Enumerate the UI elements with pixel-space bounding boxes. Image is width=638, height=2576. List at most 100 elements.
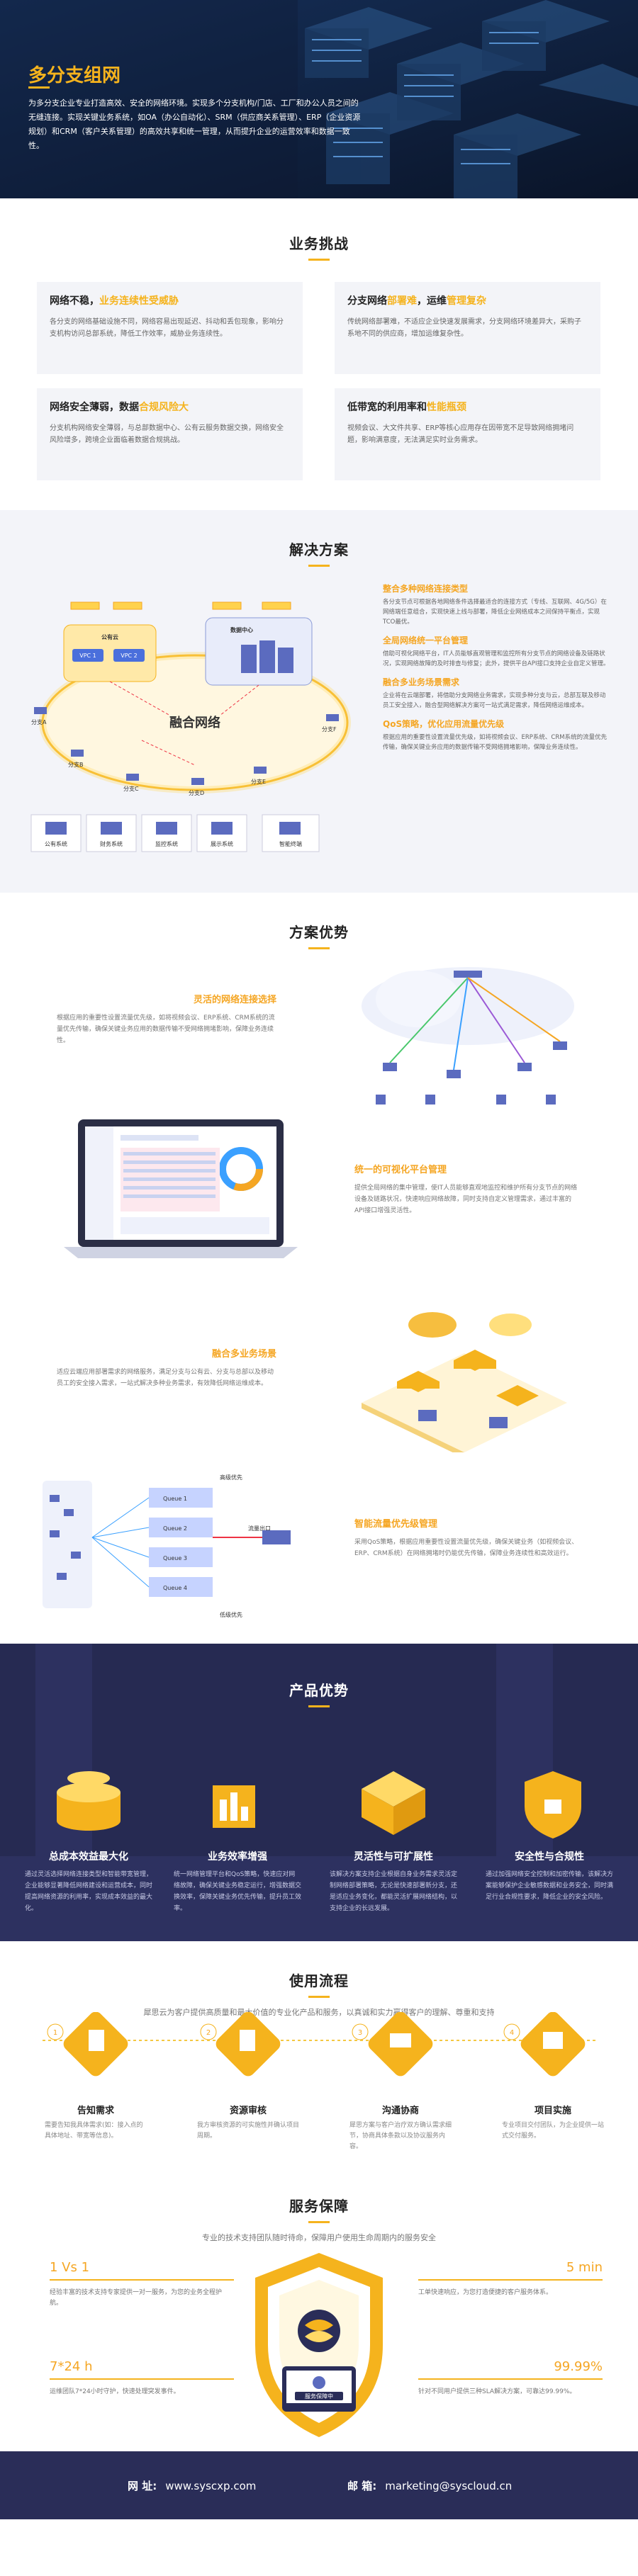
flow-arrow	[91, 1537, 150, 1588]
step-number: 2	[206, 2029, 211, 2037]
card-title-highlight: 性能瓶颈	[427, 402, 466, 413]
advantage-item: 智能流量优先级管理 采用QoS策略，根据应用重要性设置流量优先级，确保关键业务（…	[354, 1516, 581, 1559]
product-advantage-desc: 通过加强网络安全控制和加密传输，该解决方案能够保护企业敏感数据和业务安全，同时满…	[486, 1871, 614, 1901]
shield-illustration: 服务保障中	[255, 2253, 383, 2437]
flow-step: 告知需求 需要告知我具体需求(如：接入点的具体地址、带宽等信息)。	[32, 2103, 160, 2142]
guarantee-item: 5 min 工单快速响应，为您打造便捷的客户服务体系。	[418, 2260, 603, 2298]
dashboard-laptop-illustration	[64, 1119, 298, 1258]
section-subtitle: 犀思云为客户提供高质量和最大价值的专业化产品和服务，以真诚和实力赢得客户的理解、…	[143, 2008, 495, 2017]
challenge-card: 分支网络部署难，运维管理复杂 传统网络部署难，不适应企业快速发展需求，分支网络环…	[335, 282, 600, 374]
card-title: 网络安全薄弱，数据	[50, 402, 139, 413]
step-number: 4	[510, 2029, 514, 2037]
cloud-icon	[489, 1314, 532, 1336]
link-line	[389, 977, 469, 1063]
website-link[interactable]: www.syscxp.com	[165, 2480, 257, 2492]
card-title: ，运维	[417, 295, 447, 307]
card-title-highlight: 合规风险大	[139, 402, 189, 413]
product-advantage-title: 总成本效益最大化	[49, 1851, 128, 1863]
advantage-item: 融合多业务场景 适应云端应用部署需求的网络服务，满足分支与公有云、分支与总部以及…	[57, 1346, 276, 1389]
product-advantage-desc: 通过灵活选择网络连接类型和智能带宽管理，企业能够显著降低网络建设和运营成本，同时…	[25, 1871, 153, 1912]
coins-icon	[57, 1771, 121, 1831]
router-icons	[70, 601, 291, 610]
network-topology-diagram: 公有云 VPC 1 VPC 2 数据中心 融合网络 分支A 分支B 分支C 分支…	[30, 601, 351, 852]
egress-label: 流量出口	[248, 1525, 271, 1532]
challenge-card: 网络不稳，业务连续性受威胁 各分支的网络基础设施不同，网络容易出现延迟、抖动和丢…	[37, 282, 303, 374]
step-number: 1	[53, 2029, 57, 2037]
link-line	[109, 681, 171, 716]
solution-point: QoS策略，优化应用流量优先级 根据应用的重要性设置流量优先级，如将视频会议、E…	[383, 718, 610, 752]
vpc-label: VPC 2	[121, 653, 138, 659]
branch-label: 分支F	[322, 725, 337, 733]
email-link[interactable]: marketing@syscloud.cn	[385, 2480, 513, 2492]
product-advantage: 业务效率增强 统一网络管理平台和QoS策略，快速应对网络故障，确保关键业务稳定运…	[167, 1849, 308, 1914]
qos-queue-diagram: Queue 1 Queue 2 Queue 3 Queue 4 高级优先 低级优…	[43, 1474, 291, 1618]
point-desc: 根据应用的重要性设置流量优先级，如将视频会议、ERP系统、CRM系统的流量优先传…	[383, 734, 608, 751]
queue-box	[149, 1577, 213, 1597]
system-tiles: 公有系统 财务系统 监控系统 展示系统 智能终端	[30, 814, 320, 852]
step-desc: 我方审核资源的可实施性并确认项目周期。	[197, 2122, 300, 2140]
guarantee-desc: 运维团队7*24小时守护，快速处理突发事件。	[50, 2388, 180, 2395]
product-advantage: 总成本效益最大化 通过灵活选择网络连接类型和智能带宽管理，企业能够显著降低网络建…	[18, 1849, 160, 1914]
point-title: 整合多种网络连接类型	[383, 584, 469, 594]
business-challenges-section: 业务挑战 网络不稳，业务连续性受威胁 各分支的网络基础设施不同，网络容易出现延迟…	[0, 198, 638, 510]
branch-label: 分支A	[31, 718, 47, 725]
vpc-box	[72, 649, 103, 662]
vpc-box	[113, 649, 145, 662]
flow-step: 沟通协商 犀思方案与客户治疗双方确认需求细节，协商具体条款以及协议服务内容。	[337, 2103, 464, 2152]
service-badge-label: 服务保障中	[305, 2393, 333, 2400]
product-advantage: 灵活性与可扩展性 该解决方案支持企业根据自身业务需求灵活定制网络部署策略，无论是…	[323, 1849, 464, 1914]
service-guarantee-section: 服务保障 专业的技术支持团队随时待命，保障用户使用生命周期内的服务安全 1 Vs…	[0, 2182, 638, 2451]
efficiency-chart-icon	[213, 1785, 255, 1828]
branch-label: 分支B	[68, 761, 84, 768]
iso-buildings	[397, 1350, 539, 1406]
title-underline	[308, 259, 330, 261]
dashboard-footer-panel	[121, 1217, 269, 1234]
branch-label: 分支D	[189, 789, 204, 796]
guarantee-title: 5 min	[566, 2260, 603, 2275]
system-label: 监控系统	[155, 840, 178, 847]
packet-icons	[50, 1495, 81, 1580]
point-desc: 借助可视化网络平台，IT人员能够直观管理和监控所有分支节点的网络设备及链路状况，…	[383, 650, 610, 667]
laptop-base	[64, 1247, 298, 1258]
product-advantage-title: 灵活性与可扩展性	[354, 1851, 433, 1863]
hero-banner: 多分支组网 为多分支企业专业打造高效、安全的网络环境。实现多个分支机构/门店、工…	[0, 0, 638, 198]
title-underline	[308, 1705, 330, 1707]
point-title: 全局网络统一平台管理	[383, 635, 469, 645]
solution-section: 解决方案 公有云 VPC 1 VPC 2 数据中心 融合网络 分支A 分支B 分…	[0, 510, 638, 893]
document-icon	[47, 2012, 128, 2077]
solution-point: 全局网络统一平台管理 借助可视化网络平台，IT人员能够直观管理和监控所有分支节点…	[383, 634, 610, 669]
link-line	[453, 977, 469, 1070]
egress-router	[262, 1530, 291, 1544]
point-desc: 各分支节点可根据各地网络条件选择最适合的连接方式（专线、互联网、4G/5G）在网…	[383, 599, 607, 626]
guarantee-title: 99.99%	[554, 2359, 603, 2374]
title-underline	[308, 2221, 330, 2223]
section-title: 业务挑战	[289, 235, 349, 252]
chat-icon	[352, 2012, 433, 2077]
card-desc: 传统网络部署难，不适应企业快速发展需求，分支网络环境差异大，采购子系地不同的供应…	[347, 318, 581, 338]
step-number: 3	[358, 2029, 362, 2037]
website-label: 网 址:	[128, 2480, 157, 2492]
fusion-network-ring	[41, 654, 349, 791]
step-desc: 犀思方案与客户治疗双方确认需求细节，协商具体条款以及协议服务内容。	[349, 2122, 452, 2150]
solution-point: 整合多种网络连接类型 各分支节点可根据各地网络条件选择最适合的连接方式（专线、互…	[383, 582, 610, 627]
product-icons	[57, 1771, 581, 1838]
advantage-desc: 提供全局网络的集中管理，使IT人员能够直观地监控和维护所有分支节点的网络设备及链…	[354, 1185, 578, 1214]
section-title: 解决方案	[289, 541, 349, 558]
step-desc: 专业项目交付团队，为企业提供一站式交付服务。	[502, 2122, 605, 2140]
email-label: 邮 箱:	[347, 2480, 377, 2492]
product-advantage: 安全性与合规性 通过加强网络安全控制和加密传输，该解决方案能够保护企业敏感数据和…	[478, 1849, 620, 1903]
step-desc: 需要告知我具体需求(如：接入点的具体地址、带宽等信息)。	[45, 2122, 143, 2140]
user-avatar-icon	[313, 2376, 325, 2389]
branch-label: 分支C	[123, 785, 139, 792]
queue-box	[149, 1547, 213, 1567]
card-title: 分支网络	[347, 295, 387, 307]
email-info: 邮 箱: marketing@syscloud.cn	[347, 2478, 512, 2493]
advantage-title: 智能流量优先级管理	[354, 1519, 438, 1530]
advantage-desc: 根据应用的重要性设置流量优先级，如将视频会议、ERP系统、CRM系统的流量优先传…	[57, 1015, 275, 1044]
card-title-highlight: 管理复杂	[447, 295, 486, 307]
section-title: 服务保障	[289, 2198, 349, 2215]
review-badge-icon	[200, 2012, 281, 2077]
advantage-title: 统一的可视化平台管理	[354, 1165, 447, 1175]
queue-label: Queue 1	[163, 1496, 187, 1502]
advantage-desc: 适应云端应用部署需求的网络服务，满足分支与公有云、分支与总部以及移动员工的安全接…	[57, 1369, 274, 1387]
